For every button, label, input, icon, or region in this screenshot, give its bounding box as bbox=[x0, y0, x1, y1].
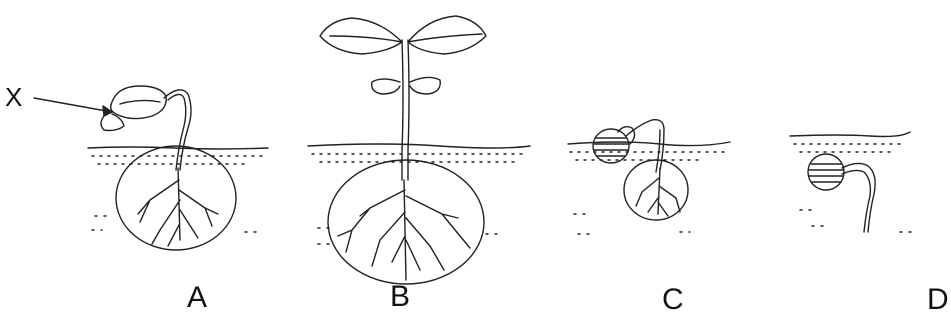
soil-speckles-d bbox=[794, 144, 906, 152]
label-d: D bbox=[927, 285, 949, 315]
x-pointer-line bbox=[34, 98, 112, 112]
seed-hatch-c bbox=[594, 138, 628, 156]
label-b: B bbox=[390, 282, 410, 312]
label-c: C bbox=[662, 285, 684, 315]
seed-c bbox=[593, 129, 629, 163]
cotyledon-right-b bbox=[410, 77, 440, 94]
seedling-a bbox=[88, 86, 268, 250]
soil-surface-b bbox=[308, 144, 530, 148]
soil-speckles-c bbox=[570, 152, 725, 160]
seedling-b bbox=[308, 16, 530, 284]
soil-surface-d bbox=[790, 132, 910, 137]
stem-b bbox=[402, 40, 403, 180]
cotyledon-left-b bbox=[372, 79, 400, 94]
roots-c bbox=[636, 168, 680, 216]
seed-d bbox=[808, 154, 844, 190]
roots-b bbox=[338, 180, 470, 280]
soil-surface-a bbox=[88, 147, 268, 149]
root-zone-a bbox=[116, 146, 236, 250]
seed-hatch-d bbox=[809, 164, 843, 182]
soil-surface-c bbox=[568, 142, 730, 146]
roots-a bbox=[138, 168, 218, 246]
seedling-d bbox=[790, 132, 912, 232]
label-x: X bbox=[5, 84, 22, 110]
seed-detail-a bbox=[120, 100, 160, 104]
label-a: A bbox=[187, 283, 207, 313]
seedling-c bbox=[568, 120, 730, 234]
